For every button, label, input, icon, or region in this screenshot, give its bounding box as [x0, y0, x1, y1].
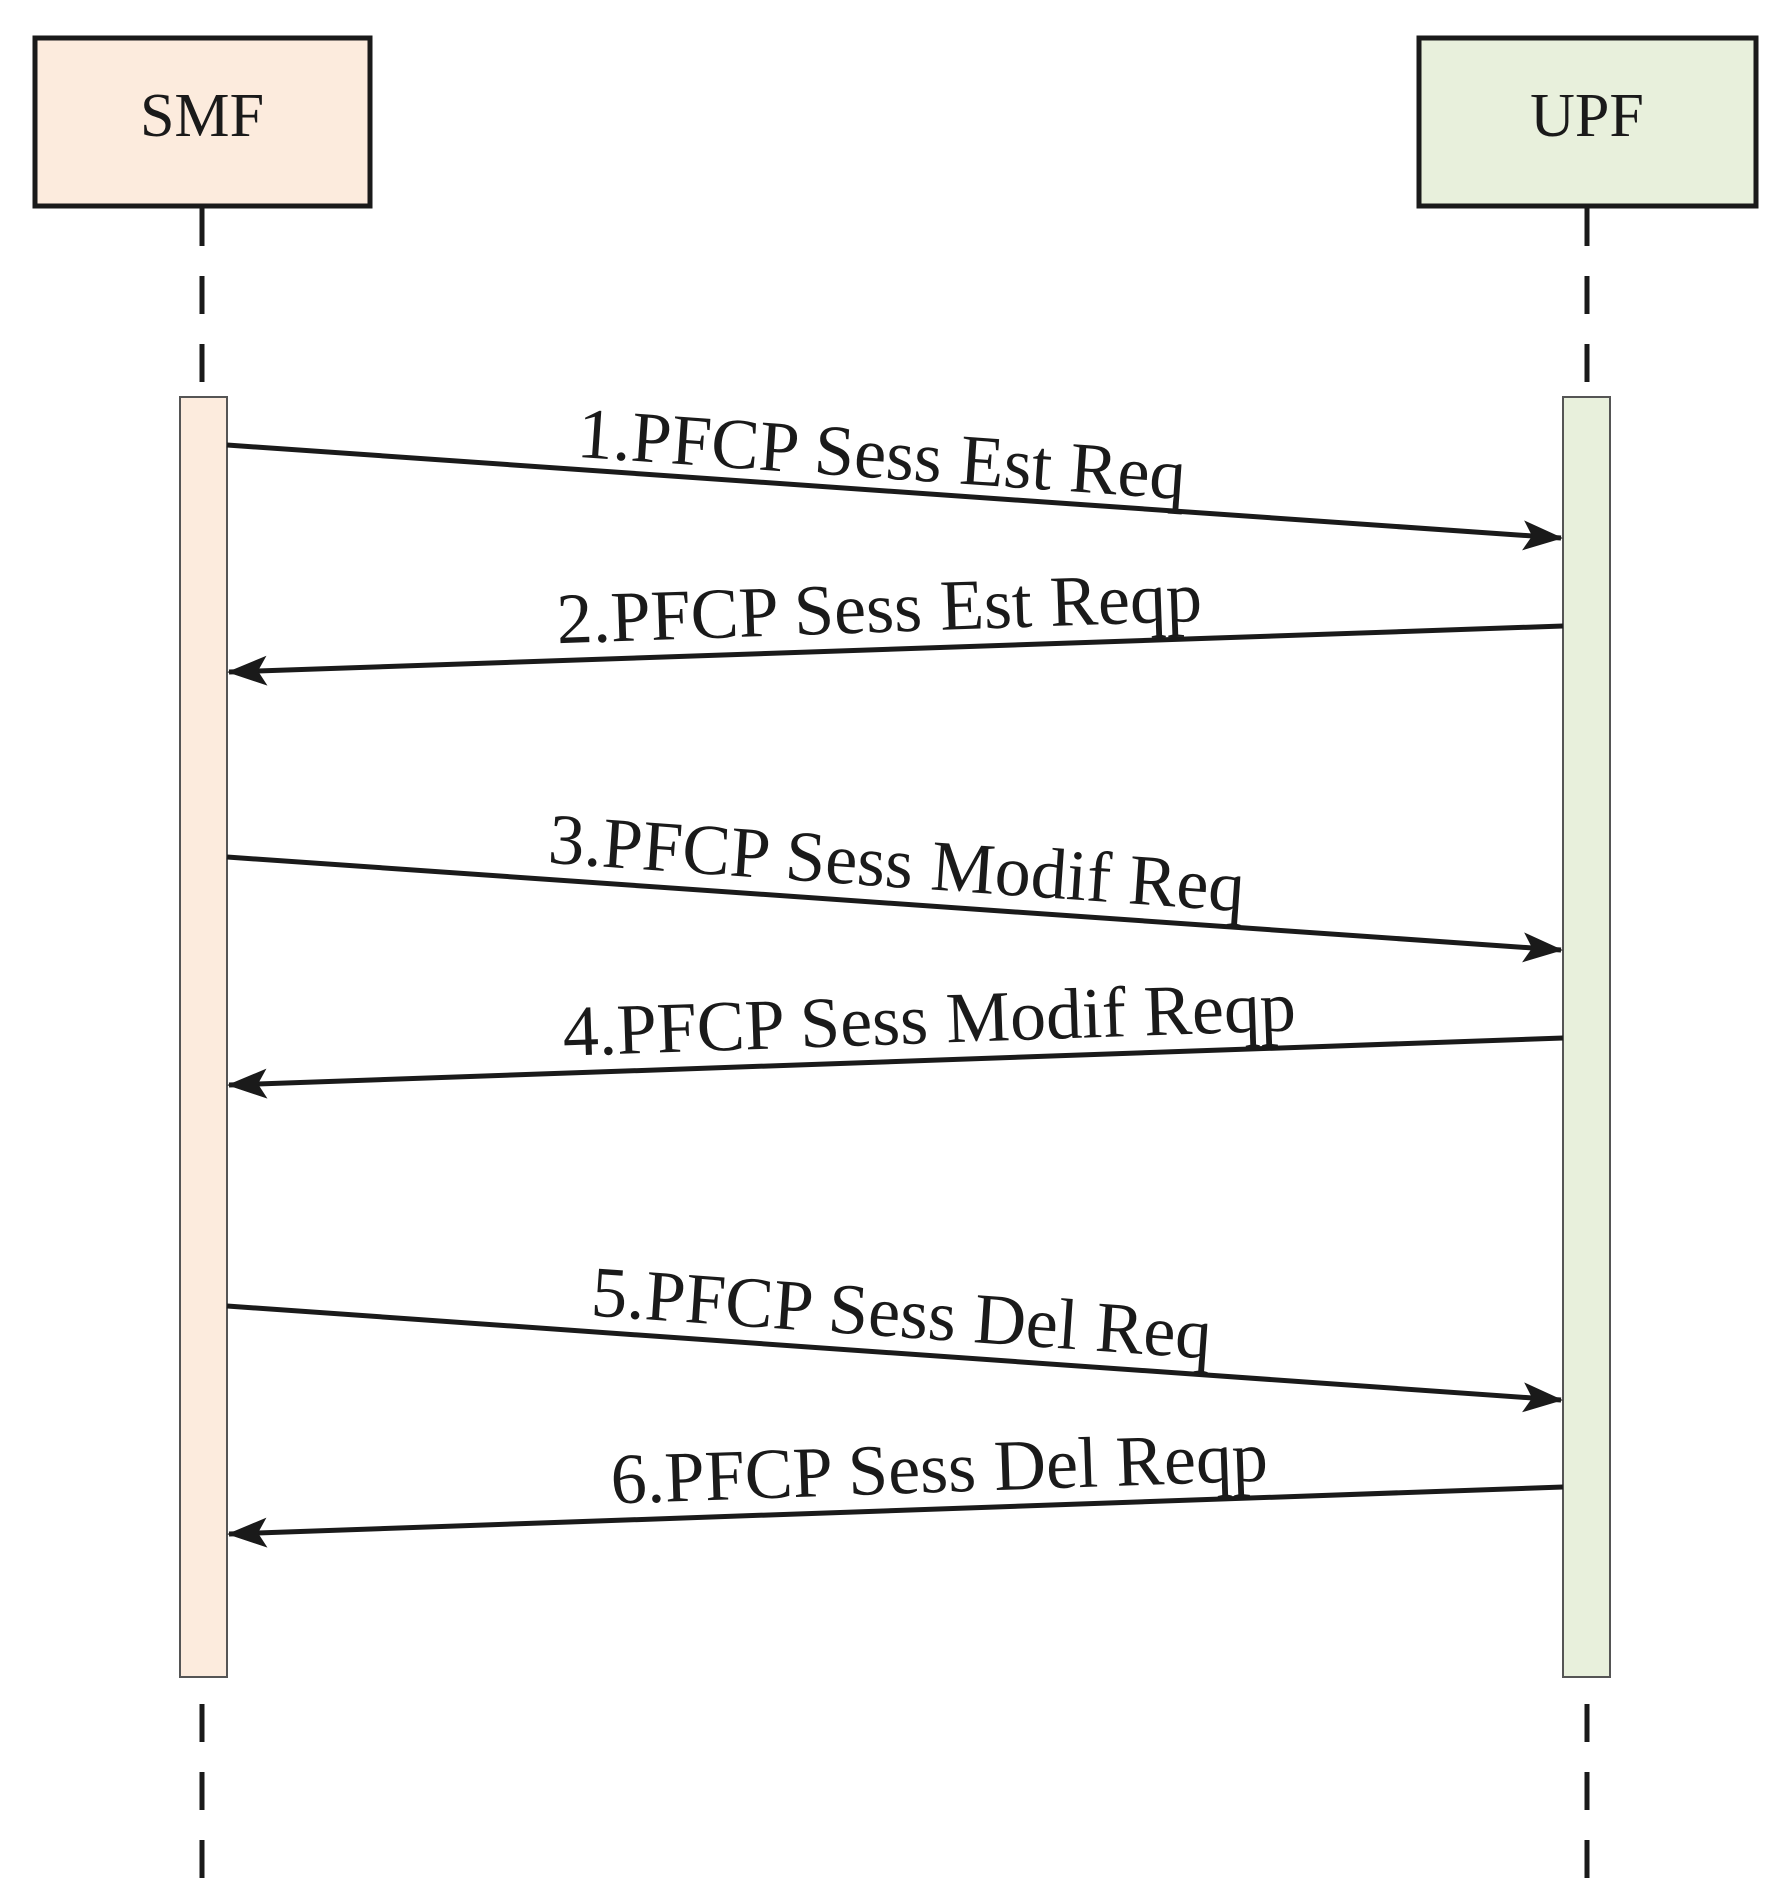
- participant-box-upf: [1416, 35, 1759, 209]
- message-arrow: [226, 442, 1563, 551]
- message-arrow: [227, 1035, 1564, 1099]
- message-5: 5.PFCP Sess Del Req: [226, 1251, 1563, 1413]
- message-label: 4.PFCP Sess Modif Reqp: [561, 966, 1297, 1072]
- message-label: 6.PFCP Sess Del Reqp: [609, 1417, 1269, 1520]
- message-arrow: [227, 1484, 1564, 1548]
- participant-upf: UPF: [1416, 35, 1759, 1880]
- participant-label-upf: UPF: [1530, 82, 1644, 150]
- message-label: 1.PFCP Sess Est Req: [575, 393, 1189, 515]
- message-arrow: [226, 854, 1563, 963]
- participant-label-smf: SMF: [140, 82, 264, 150]
- participant-smf: SMF: [32, 35, 373, 1880]
- message-6: 6.PFCP Sess Del Reqp: [227, 1417, 1564, 1548]
- participant-box-smf: [32, 35, 373, 209]
- message-1: 1.PFCP Sess Est Req: [226, 393, 1563, 551]
- message-3: 3.PFCP Sess Modif Req: [226, 799, 1563, 963]
- message-2: 2.PFCP Sess Est Reqp: [227, 557, 1564, 686]
- message-arrow: [227, 623, 1564, 686]
- message-label: 5.PFCP Sess Del Req: [589, 1251, 1215, 1374]
- message-label: 3.PFCP Sess Modif Req: [546, 799, 1247, 927]
- message-arrow: [226, 1303, 1563, 1413]
- activation-bar-upf: [1562, 396, 1611, 1678]
- activation-bar-smf: [179, 396, 228, 1678]
- message-4: 4.PFCP Sess Modif Reqp: [227, 966, 1564, 1099]
